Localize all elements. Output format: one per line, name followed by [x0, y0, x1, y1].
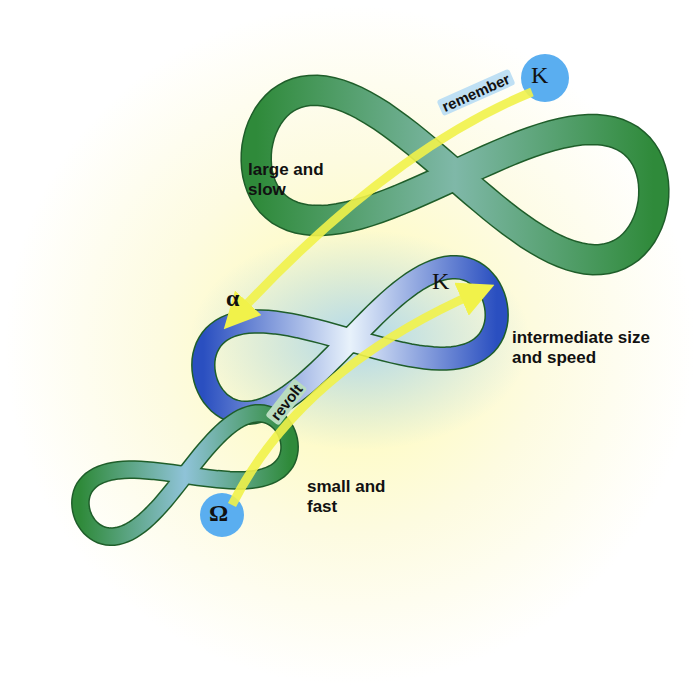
revolt-arrow: [232, 292, 478, 505]
middle-loop-outline: [203, 267, 496, 412]
phase-symbol: K: [432, 268, 449, 296]
scale-label: small and fast: [307, 477, 397, 516]
phase-symbol: K: [531, 62, 548, 90]
background-glow: [5, 5, 694, 685]
remember-arrow: [236, 92, 532, 316]
phase-symbol: α: [226, 285, 239, 313]
small-loop: [80, 413, 289, 536]
loops: [80, 90, 653, 536]
phase-symbol: Ω: [209, 500, 228, 528]
scale-label: large and slow: [248, 160, 348, 199]
small-loop-outline: [80, 413, 289, 536]
middle-loop: [203, 267, 496, 412]
scale-label: intermediate size and speed: [512, 328, 662, 367]
